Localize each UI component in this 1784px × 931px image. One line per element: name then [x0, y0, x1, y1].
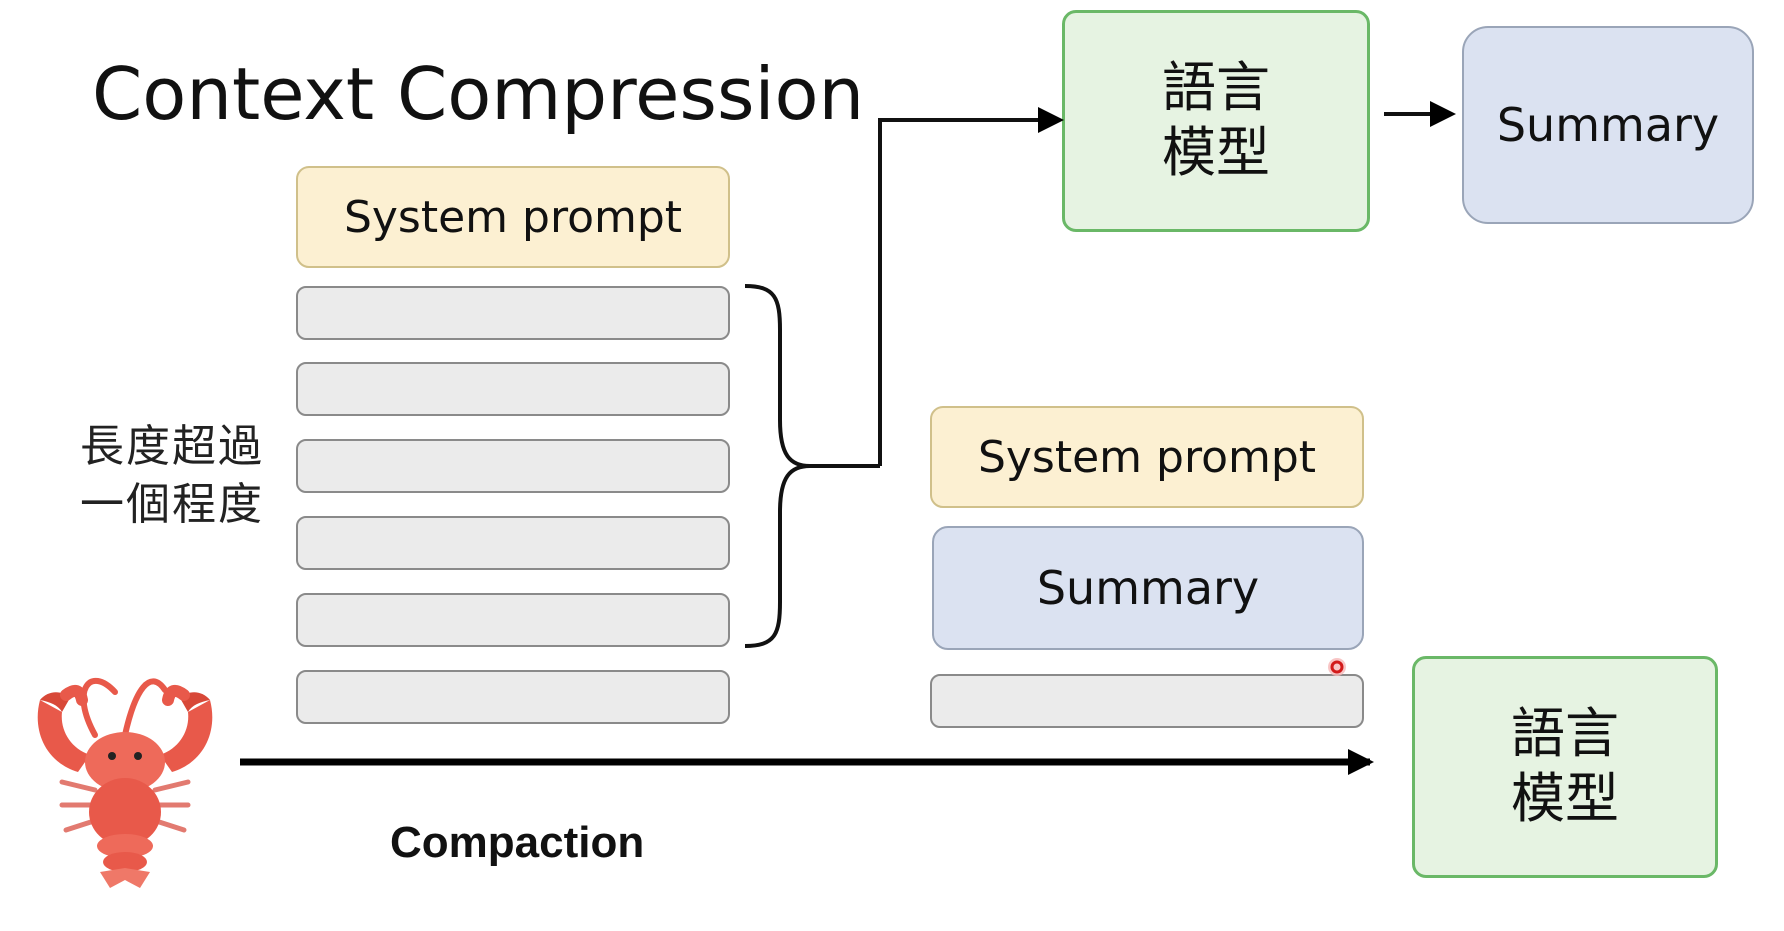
system-prompt-label-right: System prompt — [977, 431, 1317, 483]
system-prompt-label-left: System prompt — [343, 191, 683, 243]
message-row — [296, 516, 730, 570]
model-label-line2-bottom: 模型 — [1511, 767, 1619, 830]
summary-box-right: Summary — [932, 526, 1364, 650]
model-label-line1-top: 語言 — [1162, 56, 1270, 120]
message-row — [296, 439, 730, 493]
length-label-line2: 一個程度 — [80, 479, 264, 530]
compaction-label: Compaction — [390, 818, 645, 867]
message-row — [296, 362, 730, 416]
lobster-icon — [37, 677, 213, 888]
length-exceeded-label: 長度超過 一個程度 — [80, 418, 280, 534]
summary-output-label: Summary — [1496, 98, 1720, 152]
system-prompt-box-left: System prompt — [296, 166, 730, 268]
summary-output-box: Summary — [1462, 26, 1754, 224]
curly-brace — [744, 284, 811, 648]
model-label-line2-top: 模型 — [1162, 121, 1270, 184]
message-row — [296, 670, 730, 724]
language-model-box-bottom: 語言 模型 — [1412, 656, 1718, 878]
system-prompt-box-right: System prompt — [930, 406, 1364, 508]
message-row — [930, 674, 1364, 728]
slide-title: Context Compression — [92, 52, 865, 136]
message-row — [296, 286, 730, 340]
summary-label-right: Summary — [1036, 561, 1260, 615]
length-label-line1: 長度超過 — [80, 421, 264, 472]
model-label-line1-bottom: 語言 — [1511, 702, 1619, 766]
language-model-box-top: 語言 模型 — [1062, 10, 1370, 232]
message-row — [296, 593, 730, 647]
